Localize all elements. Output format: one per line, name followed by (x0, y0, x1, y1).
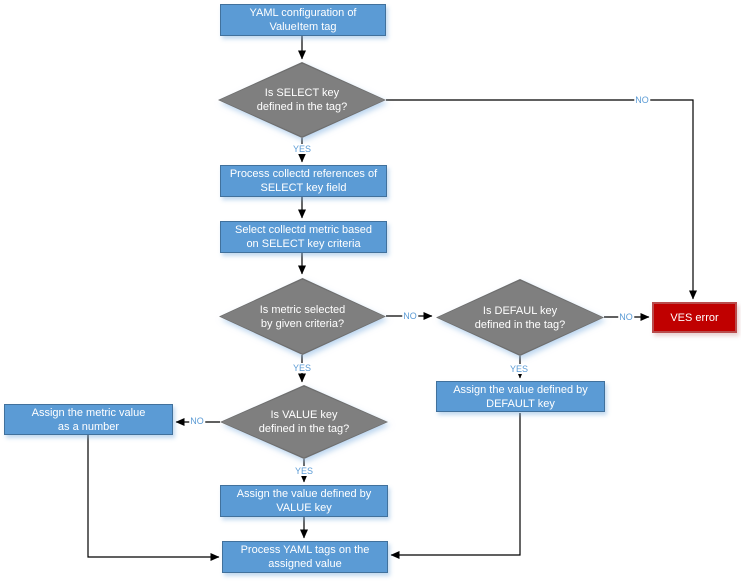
edge-label-metric-yes: YES (291, 363, 313, 373)
node-select-metric: Select collectd metric based on SELECT k… (220, 221, 387, 253)
node-process-references-label: Process collectd references of SELECT ke… (229, 168, 378, 194)
node-value-key-decision-label: Is VALUE key defined in the tag? (258, 409, 350, 435)
node-assign-metric-number: Assign the metric value as a number (4, 404, 173, 435)
node-start-label: YAML configuration of ValueItem tag (249, 7, 357, 33)
edge-label-default-yes: YES (508, 364, 530, 374)
node-metric-selected-decision-label: Is metric selected by given criteria? (259, 303, 346, 330)
edge-label-metric-no: NO (402, 311, 418, 321)
node-metric-selected-decision: Is metric selected by given criteria? (219, 278, 386, 355)
node-process-yaml-tags-label: Process YAML tags on the assigned value (240, 544, 370, 570)
node-assign-value-label: Assign the value defined by VALUE key (236, 488, 372, 514)
node-select-key-decision-label: Is SELECT key defined in the tag? (256, 87, 348, 113)
node-select-metric-label: Select collectd metric based on SELECT k… (235, 224, 372, 250)
node-process-yaml-tags: Process YAML tags on the assigned value (222, 541, 388, 573)
node-select-key-decision: Is SELECT key defined in the tag? (218, 62, 386, 138)
edge-label-select-yes: YES (291, 144, 313, 154)
edge-label-select-no: NO (634, 95, 650, 105)
edge-label-value-no: NO (189, 416, 205, 426)
node-ves-error: VES error (652, 302, 737, 333)
node-assign-default-label: Assign the value defined by DEFAULT key (453, 383, 588, 410)
node-start: YAML configuration of ValueItem tag (220, 4, 386, 36)
node-assign-default: Assign the value defined by DEFAULT key (436, 381, 605, 412)
node-ves-error-label: VES error (670, 311, 719, 324)
edge-label-value-yes: YES (293, 466, 315, 476)
node-assign-value: Assign the value defined by VALUE key (220, 485, 388, 517)
node-value-key-decision: Is VALUE key defined in the tag? (220, 385, 388, 459)
connector-select-no (386, 99, 697, 300)
edge-label-default-no: NO (618, 312, 634, 322)
node-assign-metric-number-label: Assign the metric value as a number (31, 406, 146, 433)
node-default-key-decision: Is DEFAUL key defined in the tag? (436, 279, 604, 356)
connector-metricnumber-to-processtags (87, 435, 220, 561)
connector-assigndefault-to-processtags (390, 413, 521, 559)
node-default-key-decision-label: Is DEFAUL key defined in the tag? (474, 304, 566, 331)
node-process-references: Process collectd references of SELECT ke… (220, 165, 387, 197)
